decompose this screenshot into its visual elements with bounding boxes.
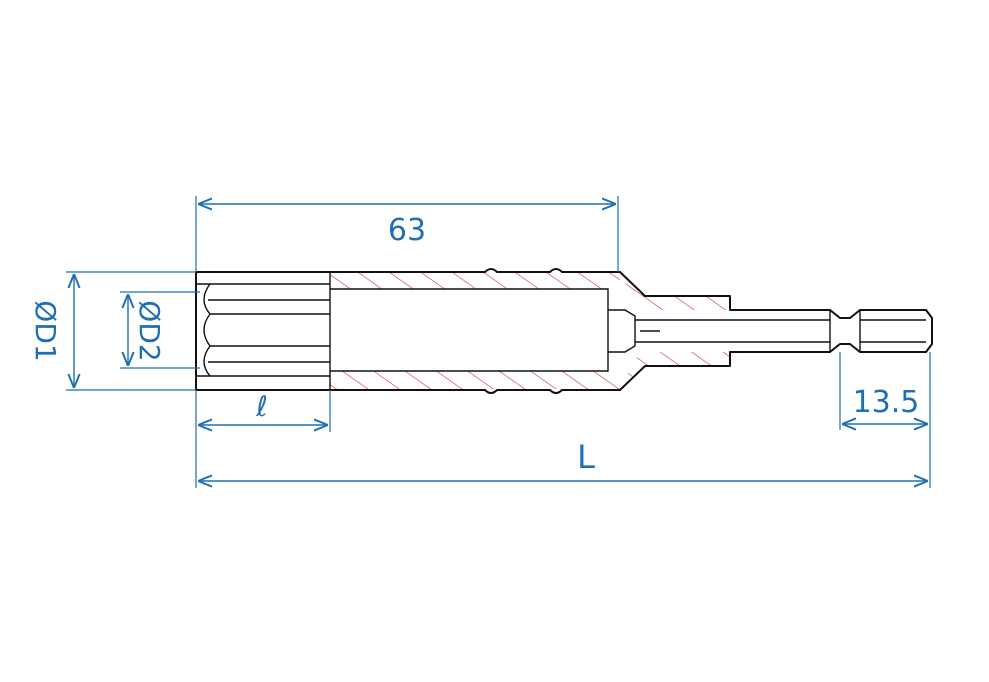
dimension-d2: ØD2 (120, 291, 200, 369)
dimension-13-5: 13.5 (839, 352, 931, 488)
dimension-d2-label: ØD2 (133, 300, 166, 361)
sleeve-section-hatching (330, 273, 730, 389)
dimension-socket-depth: ℓ (198, 390, 331, 432)
dimension-13-5-label: 13.5 (853, 385, 920, 420)
dimension-d1-label: ØD1 (29, 300, 62, 361)
dimension-overall-length: L (195, 390, 928, 488)
dimension-63: 63 (195, 196, 619, 272)
dimension-63-label: 63 (388, 213, 426, 248)
dimension-d1: ØD1 (29, 271, 196, 391)
socket-body (195, 268, 933, 394)
dimension-overall-length-label: L (577, 438, 595, 476)
dimension-socket-depth-label: ℓ (255, 390, 268, 423)
